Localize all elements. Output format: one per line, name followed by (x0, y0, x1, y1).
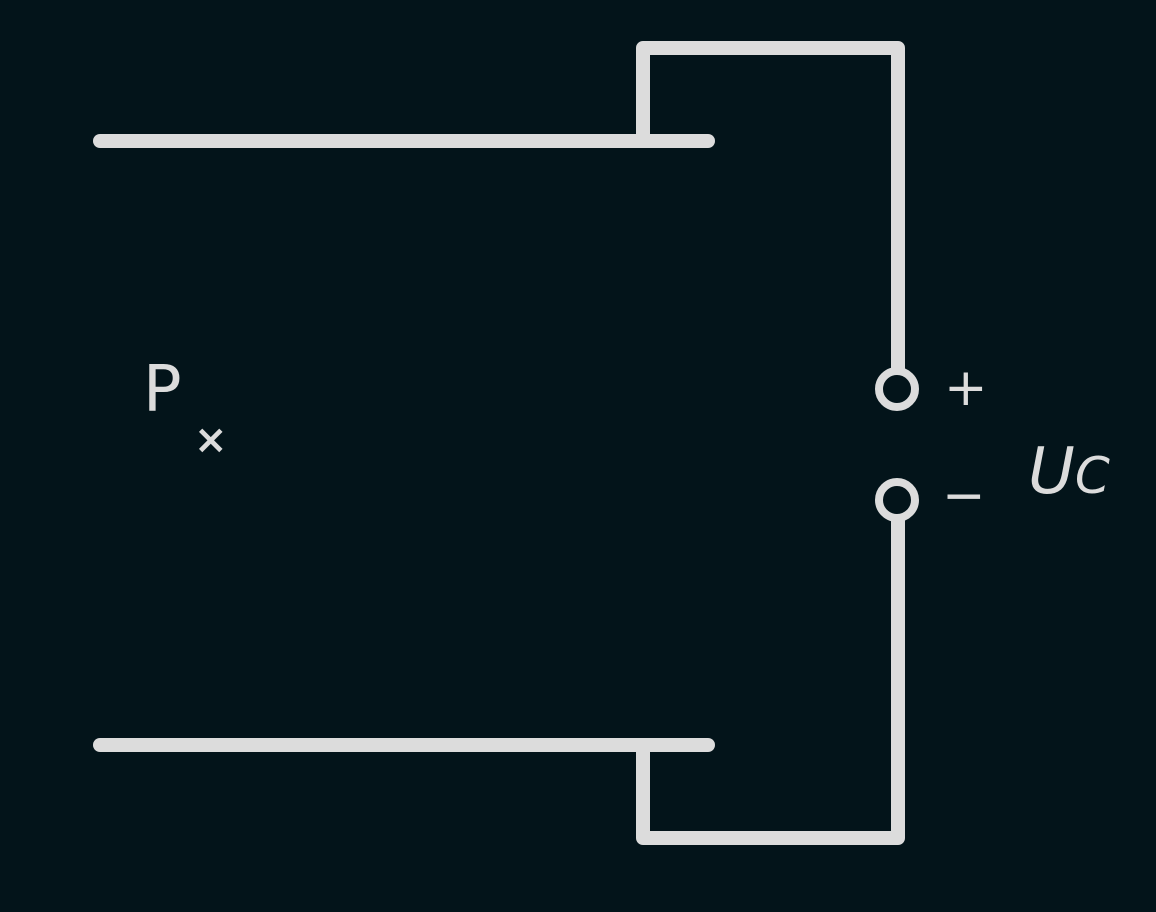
voltage-subscript: C (1074, 447, 1110, 505)
plus-sign-label: + (944, 358, 988, 418)
minus-terminal (875, 478, 919, 522)
minus-sign-label: − (942, 466, 986, 526)
bottom-lead-wire (636, 513, 905, 845)
point-marker: × (194, 417, 228, 463)
point-label: P (143, 353, 182, 427)
top-lead-wire (636, 41, 905, 379)
voltage-symbol: U (1028, 435, 1075, 509)
voltage-label: UC (1028, 440, 1110, 504)
plus-terminal (875, 367, 919, 411)
